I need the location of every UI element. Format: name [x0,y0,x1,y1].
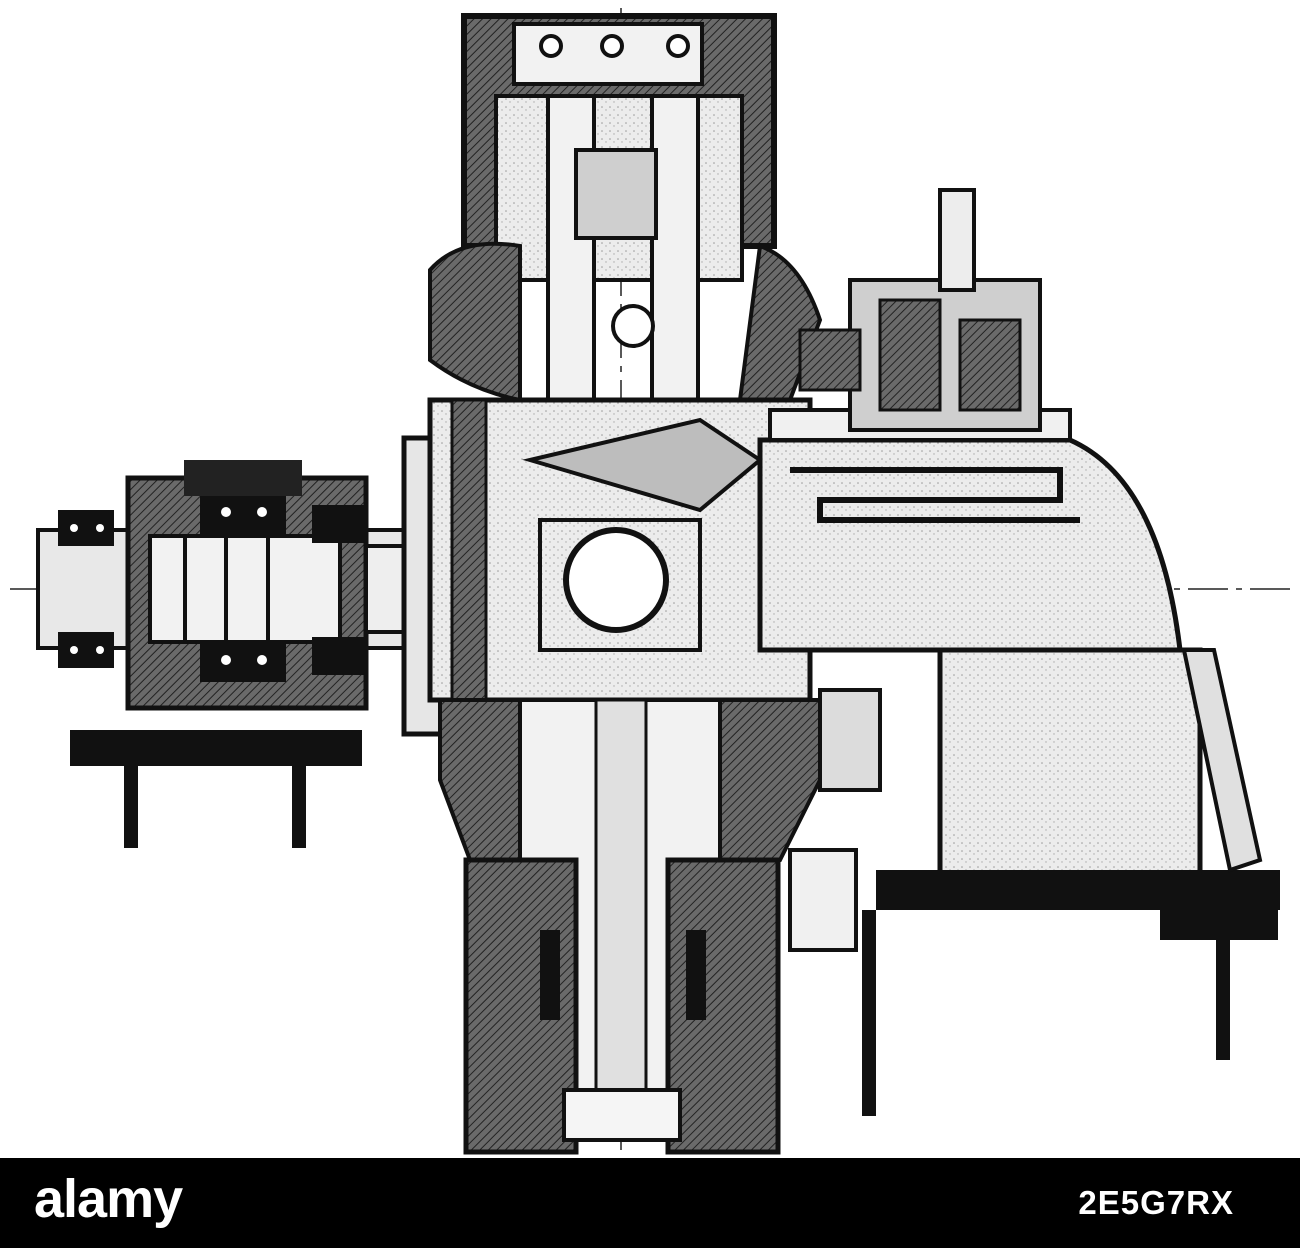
governor-assembly [798,188,1042,432]
engineering-drawing [10,8,1290,1155]
watermark-footer: alamy 2E5G7RX [0,1158,1300,1248]
central-housing [427,13,823,703]
left-bearing-pedestal [36,460,410,848]
lower-body [438,698,822,1155]
right-housing-and-base [788,647,1280,1116]
turbine-casing [757,408,1183,653]
brand-logo: alamy [34,1169,183,1229]
stock-id: 2E5G7RX [1078,1184,1234,1221]
